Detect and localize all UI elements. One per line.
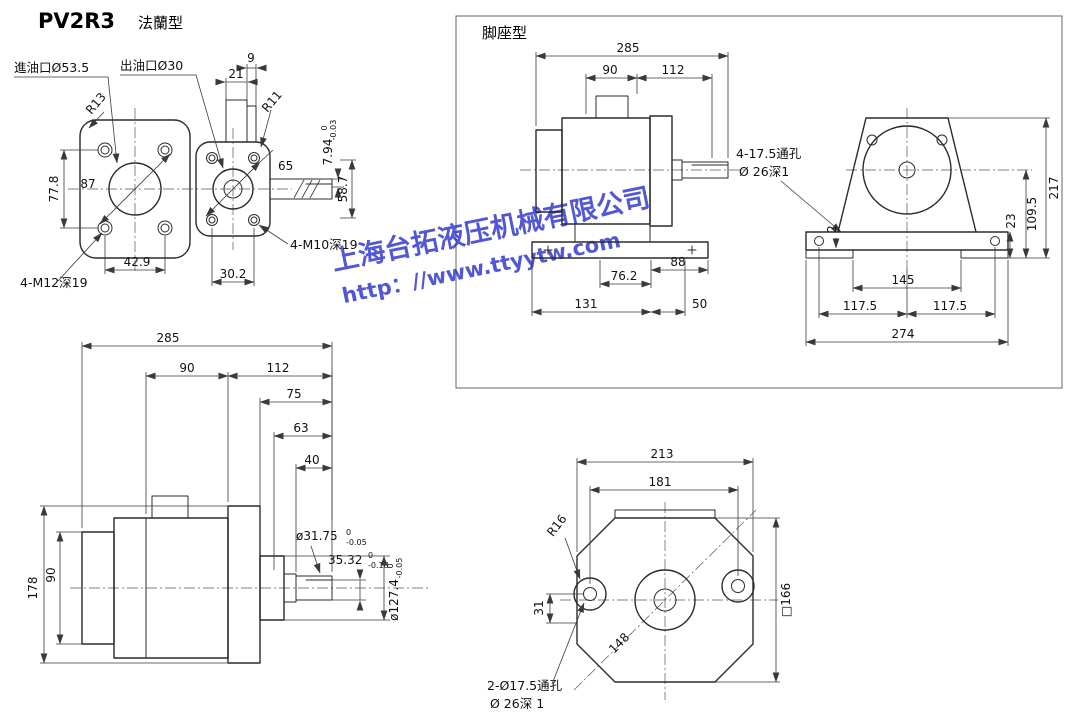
front-hole-note-2: Ø 26深 1 bbox=[490, 696, 544, 711]
inlet-port-label: 進油口Ø53.5 bbox=[14, 60, 89, 75]
dim-42-9: 42.9 bbox=[124, 255, 151, 269]
dim-145: 145 bbox=[892, 273, 915, 287]
dim-23: 23 bbox=[1004, 213, 1018, 228]
dim-166: □166 bbox=[779, 583, 793, 617]
front-hole-note-1: 2-Ø17.5通孔 bbox=[487, 678, 563, 693]
dim-pilot-tol-hi: 0 bbox=[386, 563, 395, 568]
dim-7-94-tol-hi: 0 bbox=[320, 125, 329, 130]
dim-285-foot: 285 bbox=[617, 41, 640, 55]
foot-hole-note-2: Ø 26深1 bbox=[739, 164, 789, 179]
m10-thread-note: 4-M10深19 bbox=[290, 237, 358, 252]
watermark: 上海台拓液压机械有限公司 http：//www.ttyytw.com bbox=[329, 181, 653, 308]
dim-109-5: 109.5 bbox=[1025, 197, 1039, 231]
dim-181: 181 bbox=[649, 475, 672, 489]
dim-r11: R11 bbox=[259, 88, 285, 115]
dim-pilot-dia: ø127.4 bbox=[387, 579, 401, 621]
dim-131: 131 bbox=[575, 297, 598, 311]
dim-117-5-right: 117.5 bbox=[933, 299, 967, 313]
dim-285-flange: 285 bbox=[157, 331, 180, 345]
foot-side-view: 285 90 112 76.2 88 131 50 4-17.5通孔 Ø 26深… bbox=[520, 41, 842, 316]
dim-9: 9 bbox=[247, 51, 255, 65]
foot-front-view: 213 181 R16 □166 31 148 2-Ø17.5通孔 Ø 26深 … bbox=[487, 447, 793, 711]
dim-217: 217 bbox=[1047, 177, 1061, 200]
dim-21: 21 bbox=[228, 67, 243, 81]
dim-90-left: 90 bbox=[44, 567, 58, 582]
dim-90-foot: 90 bbox=[602, 63, 617, 77]
dim-178: 178 bbox=[26, 577, 40, 600]
dim-58-7: 58.7 bbox=[336, 176, 350, 203]
flange-side-view: 285 90 112 75 63 40 90 178 ø31.75 0 -0.0… bbox=[26, 331, 428, 664]
dim-88: 88 bbox=[670, 255, 685, 269]
dim-75: 75 bbox=[286, 387, 301, 401]
dim-key-height: 35.32 bbox=[328, 553, 362, 567]
dim-117-5-left: 117.5 bbox=[843, 299, 877, 313]
dim-31: 31 bbox=[532, 600, 546, 615]
dim-213: 213 bbox=[651, 447, 674, 461]
dim-50: 50 bbox=[692, 297, 707, 311]
dim-r13: R13 bbox=[83, 90, 109, 117]
dim-148: 148 bbox=[606, 630, 632, 656]
dim-90-top-flange: 90 bbox=[179, 361, 194, 375]
flange-front-view: 9 21 R13 R11 進油口Ø53.5 出油口Ø30 87 77.8 65 … bbox=[14, 51, 358, 290]
dim-shaft-tol-hi: 0 bbox=[346, 528, 351, 537]
dim-7-94-tol-lo: -0.03 bbox=[329, 120, 338, 141]
dim-112-flange: 112 bbox=[267, 361, 290, 375]
drawing-header: PV2R3 法蘭型 bbox=[38, 9, 183, 33]
dim-40: 40 bbox=[304, 453, 319, 467]
foot-section-frame bbox=[455, 15, 1063, 389]
dim-30-2: 30.2 bbox=[220, 267, 247, 281]
dim-274: 274 bbox=[892, 327, 915, 341]
dim-63: 63 bbox=[293, 421, 308, 435]
dim-76-2: 76.2 bbox=[611, 269, 638, 283]
m12-thread-note: 4-M12深19 bbox=[20, 275, 88, 290]
model-title: PV2R3 bbox=[38, 9, 115, 33]
foot-section-title: 脚座型 bbox=[482, 24, 527, 42]
foot-hole-note-1: 4-17.5通孔 bbox=[736, 146, 802, 161]
dim-shaft-dia: ø31.75 bbox=[296, 529, 338, 543]
dim-shaft-tol-lo: -0.05 bbox=[346, 538, 367, 547]
dim-87: 87 bbox=[80, 177, 95, 191]
outlet-port-label: 出油口Ø30 bbox=[120, 58, 183, 73]
dim-77-8: 77.8 bbox=[47, 176, 61, 203]
foot-rear-view: 217 109.5 23 2 145 117.5 117.5 274 bbox=[805, 108, 1061, 346]
dim-65: 65 bbox=[278, 159, 293, 173]
flange-type-label: 法蘭型 bbox=[138, 14, 183, 32]
dim-key-tol-hi: 0 bbox=[368, 551, 373, 560]
dim-7-94: 7.94 bbox=[321, 139, 335, 166]
dim-2: 2 bbox=[825, 225, 839, 233]
dim-key-tol-lo: -0.18 bbox=[368, 561, 389, 570]
dim-r16: R16 bbox=[544, 512, 570, 539]
dim-pilot-tol-lo: -0.05 bbox=[395, 558, 404, 579]
dim-112-foot: 112 bbox=[662, 63, 685, 77]
